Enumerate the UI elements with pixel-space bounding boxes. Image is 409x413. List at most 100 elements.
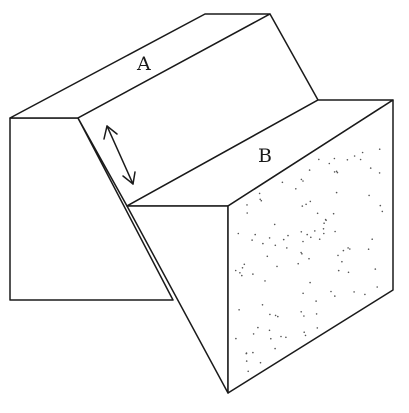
- stipple-dot: [330, 290, 332, 293]
- stipple-dot: [349, 248, 351, 250]
- stipple-dot: [282, 238, 285, 241]
- stipple-dot: [322, 228, 325, 230]
- stipple-dot: [252, 351, 254, 354]
- stipple-dot: [243, 263, 246, 266]
- stipple-dot: [301, 205, 304, 207]
- stipple-dot: [246, 212, 248, 214]
- stipple-dot: [315, 313, 318, 315]
- stipple-dot: [300, 231, 303, 233]
- block-a: [9, 13, 319, 301]
- stipple-dot: [261, 304, 264, 306]
- stipple-dot: [304, 334, 307, 337]
- stipple-dot: [287, 234, 289, 237]
- block-b-side-face: [227, 99, 394, 394]
- stipple-dot: [374, 268, 377, 270]
- stipple-dot: [281, 181, 284, 184]
- stipple-dot: [266, 255, 269, 258]
- stipple-dot: [378, 172, 381, 174]
- stipple-dot: [257, 326, 259, 329]
- stipple-dot: [353, 291, 355, 293]
- stipple-dot: [309, 281, 311, 284]
- stipple-dot: [324, 218, 327, 221]
- stipple-dot: [285, 336, 287, 339]
- stipple-dot: [332, 212, 335, 215]
- stipple-dot: [297, 262, 300, 265]
- stipple-dot: [318, 158, 320, 161]
- stipple-dot: [364, 293, 366, 296]
- slip-arrow-head-down: [122, 171, 136, 185]
- stipple-dot: [346, 159, 349, 161]
- stipple-dot: [361, 151, 364, 154]
- stipple-dot: [306, 233, 309, 236]
- stipple-dot: [368, 194, 370, 197]
- stipple-dot: [308, 257, 310, 260]
- stipple-dot: [367, 248, 370, 250]
- stipple-dot: [251, 239, 253, 241]
- stipple-dot: [286, 247, 288, 249]
- stipple-dot: [381, 210, 384, 213]
- stipple-dot: [336, 171, 339, 174]
- stipple-dot: [237, 232, 240, 235]
- stipple-dot: [316, 327, 319, 329]
- stipple-dot: [316, 212, 319, 215]
- block-b: [126, 99, 394, 394]
- stipple-dot: [246, 204, 248, 206]
- stipple-dot: [252, 333, 255, 335]
- stipple-dot: [310, 236, 312, 239]
- stipple-dot: [303, 315, 305, 317]
- stipple-dot: [302, 180, 304, 182]
- stipple-dot: [258, 192, 261, 195]
- stipple-dot: [303, 331, 306, 334]
- stipple-dot: [274, 347, 276, 350]
- stipple-dot: [300, 178, 303, 181]
- stipple-dot: [315, 300, 317, 302]
- stipple-dot: [234, 269, 237, 272]
- stipple-dot: [247, 370, 249, 373]
- stipple-dot: [309, 200, 312, 203]
- stipple-dot: [295, 188, 297, 190]
- stipple-dot: [379, 204, 382, 207]
- stipple-dot: [314, 230, 316, 232]
- stipple-dot: [277, 315, 279, 318]
- stipple-dot: [369, 167, 372, 169]
- stipple-dot: [268, 237, 271, 239]
- stipple-dot: [337, 254, 339, 257]
- stipple-dot: [328, 162, 331, 165]
- stipple-dot: [241, 267, 244, 269]
- stipple-dot: [341, 260, 343, 263]
- stipple-dot: [305, 203, 307, 206]
- stipple-dot: [378, 148, 381, 150]
- label-block-a: A: [136, 53, 151, 75]
- stipple-dot: [337, 269, 340, 272]
- stipple-dot: [359, 158, 362, 161]
- stipple-dot: [274, 314, 277, 317]
- stipple-dot: [302, 240, 304, 243]
- stipple-dot: [334, 295, 336, 297]
- stipple-dot: [334, 230, 336, 233]
- stipple-dot: [259, 198, 262, 201]
- stipple-dot: [260, 199, 263, 202]
- stipple-dot: [353, 155, 356, 157]
- stipple-dot: [347, 247, 349, 249]
- stipple-dot: [333, 157, 336, 160]
- stipple-dot: [335, 170, 338, 173]
- stipple-dot: [239, 272, 241, 274]
- stipple-dot: [308, 169, 311, 171]
- stipple-dot: [254, 233, 256, 236]
- stipple-dot: [347, 271, 350, 274]
- stipple-dot: [302, 292, 304, 295]
- stipple-dot: [245, 352, 248, 355]
- stipple-dot: [280, 335, 282, 338]
- stipple-dot: [300, 251, 302, 254]
- stipple-dot: [264, 280, 266, 282]
- stipple-dot: [259, 361, 262, 364]
- stipple-dot: [241, 274, 243, 277]
- stipple-dot: [323, 222, 325, 224]
- stipple-dot: [269, 313, 271, 316]
- stipple-dot: [238, 309, 240, 311]
- stipple-dot: [235, 337, 237, 340]
- stipple-dot: [335, 191, 338, 194]
- stipple-dot: [323, 232, 325, 235]
- stipple-dot: [268, 329, 271, 332]
- slip-arrow-head-up: [103, 125, 118, 140]
